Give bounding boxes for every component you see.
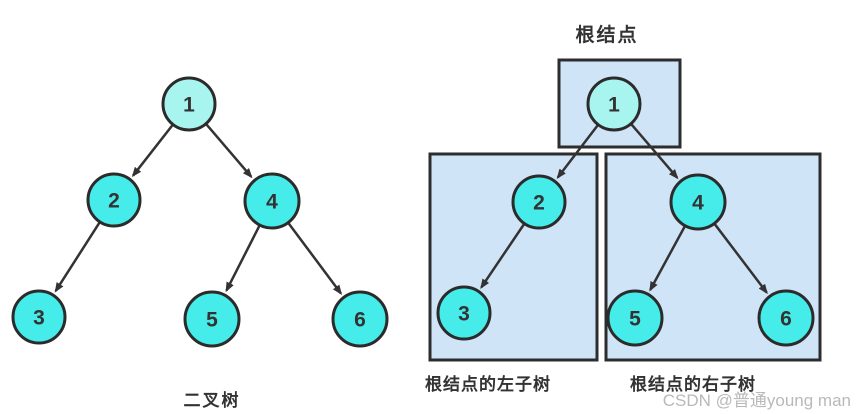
tree-node-circle-5 bbox=[606, 289, 664, 347]
tree-node-label-3: 3 bbox=[458, 303, 470, 326]
tree-node-label-4: 4 bbox=[692, 192, 704, 215]
tree-node-circle-3 bbox=[11, 289, 67, 345]
tree-node-label-4: 4 bbox=[266, 191, 278, 214]
tree-node-circle-5 bbox=[183, 290, 241, 348]
tree-node-circle-1 bbox=[161, 76, 217, 132]
edge-arrow-4-6 bbox=[713, 223, 768, 295]
tree-node-label-5: 5 bbox=[206, 309, 218, 332]
tree-node-circle-1 bbox=[586, 76, 642, 132]
root-node-label: 根结点 bbox=[575, 25, 639, 46]
edge-arrow-1-4 bbox=[630, 123, 679, 180]
tree-node-label-1: 1 bbox=[608, 94, 620, 117]
tree-node-label-1: 1 bbox=[183, 94, 195, 117]
edge-arrow-1-2 bbox=[131, 124, 174, 178]
tree-node-label-5: 5 bbox=[629, 308, 641, 331]
binary-tree: 1 2 4 3 5 6 bbox=[11, 76, 389, 348]
tree-node-circle-4 bbox=[669, 173, 727, 231]
edge-arrow-1-2 bbox=[556, 124, 599, 179]
tree-node-label-6: 6 bbox=[354, 309, 366, 332]
tree-node-circle-3 bbox=[436, 285, 492, 341]
decomposed-tree: 1 2 4 3 5 6 bbox=[428, 58, 822, 362]
tree-node-label-3: 3 bbox=[33, 307, 45, 330]
edge-arrow-4-5 bbox=[225, 225, 261, 293]
tree-node-circle-6 bbox=[331, 290, 389, 348]
edge-arrow-1-4 bbox=[205, 123, 253, 179]
tree-node-label-2: 2 bbox=[108, 190, 120, 213]
edge-arrow-2-3 bbox=[54, 222, 101, 293]
tree-node-circle-4 bbox=[243, 172, 301, 230]
edge-arrow-4-6 bbox=[287, 222, 343, 295]
left-tree-caption: 二叉树 bbox=[183, 391, 241, 410]
right-subtree-caption: 根结点的右子树 bbox=[630, 375, 756, 394]
tree-node-label-2: 2 bbox=[533, 192, 545, 215]
edge-arrow-2-3 bbox=[480, 223, 525, 289]
tree-node-circle-2 bbox=[511, 174, 567, 230]
left-subtree-caption: 根结点的左子树 bbox=[425, 375, 551, 394]
tree-node-label-6: 6 bbox=[780, 308, 792, 331]
watermark: CSDN @普通young man bbox=[662, 391, 851, 410]
tree-node-circle-6 bbox=[757, 289, 815, 347]
edge-arrow-4-5 bbox=[649, 226, 686, 292]
tree-node-circle-2 bbox=[86, 172, 142, 228]
